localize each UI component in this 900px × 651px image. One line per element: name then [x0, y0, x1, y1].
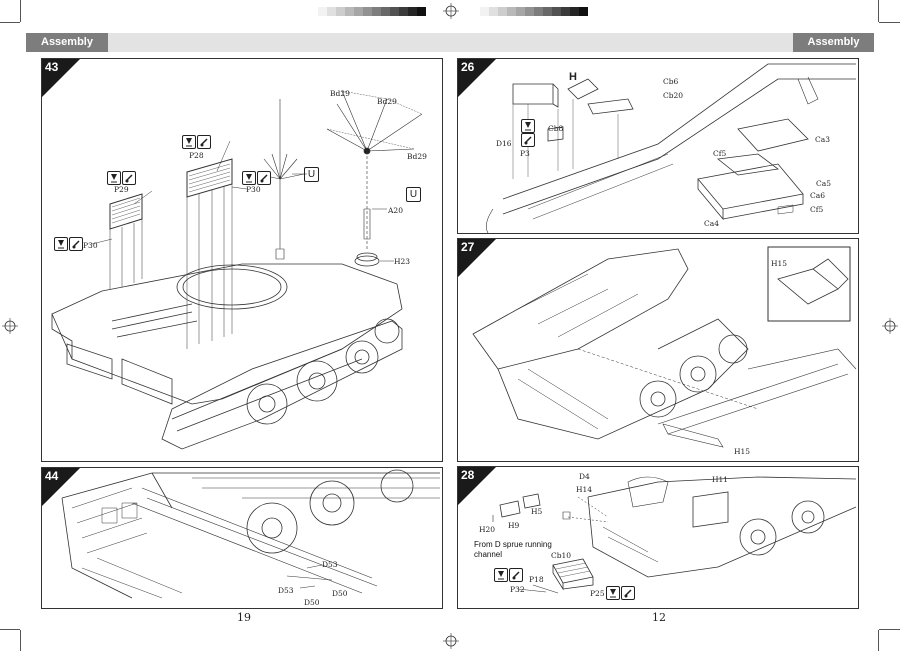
part-label: Bd29	[377, 97, 397, 106]
cement-icon	[509, 568, 523, 582]
part-label: D4	[579, 472, 590, 481]
page-number-left: 19	[237, 611, 251, 624]
registration-mark-icon	[2, 318, 18, 334]
part-label: P18	[529, 575, 544, 584]
glue-icon	[54, 237, 68, 251]
registration-mark-icon	[882, 318, 898, 334]
step-number-badge: 44	[42, 468, 80, 506]
header-tab-right: Assembly	[793, 33, 874, 52]
step-26-drawing	[486, 63, 856, 233]
part-label: Ca6	[810, 191, 825, 200]
part-label: A20	[388, 206, 403, 215]
color-calibration-bar-right	[480, 7, 588, 16]
cement-icon	[197, 135, 211, 149]
glue-icon	[606, 586, 620, 600]
part-label: D50	[304, 598, 320, 607]
step-26-panel: 26 H Cb6 Cb20 Cb8 P3 D16 Ca3 Cf5 Ca5 Ca6…	[457, 58, 859, 234]
registration-mark-icon	[443, 3, 459, 19]
part-label: D50	[332, 589, 348, 598]
part-label: P25	[590, 589, 605, 598]
part-label: H23	[394, 257, 411, 266]
part-label: H14	[576, 485, 593, 494]
step-28-panel: 28 D4 H11 H14 H5 H9 H20 From D sprue run…	[457, 466, 859, 609]
step-43-panel: 43	[41, 58, 443, 462]
part-label: H	[569, 71, 577, 83]
part-label: H5	[531, 507, 543, 516]
glue-icon	[494, 568, 508, 582]
part-label: H9	[508, 521, 520, 530]
step-44-panel: 44 D53 D50 D53 D50	[41, 467, 443, 609]
page-number-right: 12	[652, 611, 666, 624]
cement-icon	[122, 171, 136, 185]
part-label: Bd29	[330, 89, 350, 98]
part-label: Ca4	[704, 219, 719, 228]
part-label: P30	[83, 241, 98, 250]
part-label: D53	[278, 586, 294, 595]
part-label: P28	[189, 151, 204, 160]
glue-icon	[107, 171, 121, 185]
step-27-drawing	[472, 246, 857, 448]
part-label: Cb20	[663, 91, 684, 100]
part-label: Cb10	[551, 551, 572, 560]
part-label: H11	[712, 475, 729, 484]
step-27-panel: 27 H15 H15	[457, 238, 859, 462]
sub-assembly-label: U	[406, 187, 421, 202]
part-label: H15	[771, 259, 788, 268]
header-tab-left: Assembly	[26, 33, 108, 52]
part-label: H20	[479, 525, 496, 534]
part-label: D53	[322, 560, 338, 569]
part-label: D16	[496, 139, 512, 148]
step-number-badge: 28	[458, 467, 496, 505]
part-label: P3	[520, 149, 530, 158]
glue-icon	[182, 135, 196, 149]
step-number-badge: 26	[458, 59, 496, 97]
part-label: H15	[734, 447, 751, 456]
glue-icon	[242, 171, 256, 185]
cement-icon	[257, 171, 271, 185]
step-number-badge: 43	[42, 59, 80, 97]
part-label: P32	[510, 585, 525, 594]
part-label: Ca3	[815, 135, 830, 144]
part-label: Ca5	[816, 179, 831, 188]
cement-icon	[521, 133, 535, 147]
part-label: Cb8	[548, 124, 564, 133]
step-number-badge: 27	[458, 239, 496, 277]
part-label: P30	[246, 185, 261, 194]
header-bar	[26, 33, 874, 52]
part-label: Cf5	[713, 149, 727, 158]
step-43-drawing	[51, 90, 423, 450]
step-44-drawing	[61, 469, 440, 599]
step-28-drawing	[492, 476, 857, 594]
color-calibration-bar-left	[318, 7, 426, 16]
cement-icon	[621, 586, 635, 600]
registration-mark-icon	[443, 633, 459, 649]
sprue-note: From D sprue running channel	[474, 540, 552, 559]
part-label: Bd29	[407, 152, 427, 161]
part-label: Cf5	[810, 205, 824, 214]
sub-assembly-label: U	[304, 167, 319, 182]
glue-icon	[521, 119, 535, 133]
part-label: P29	[114, 185, 129, 194]
cement-icon	[69, 237, 83, 251]
part-label: Cb6	[663, 77, 679, 86]
